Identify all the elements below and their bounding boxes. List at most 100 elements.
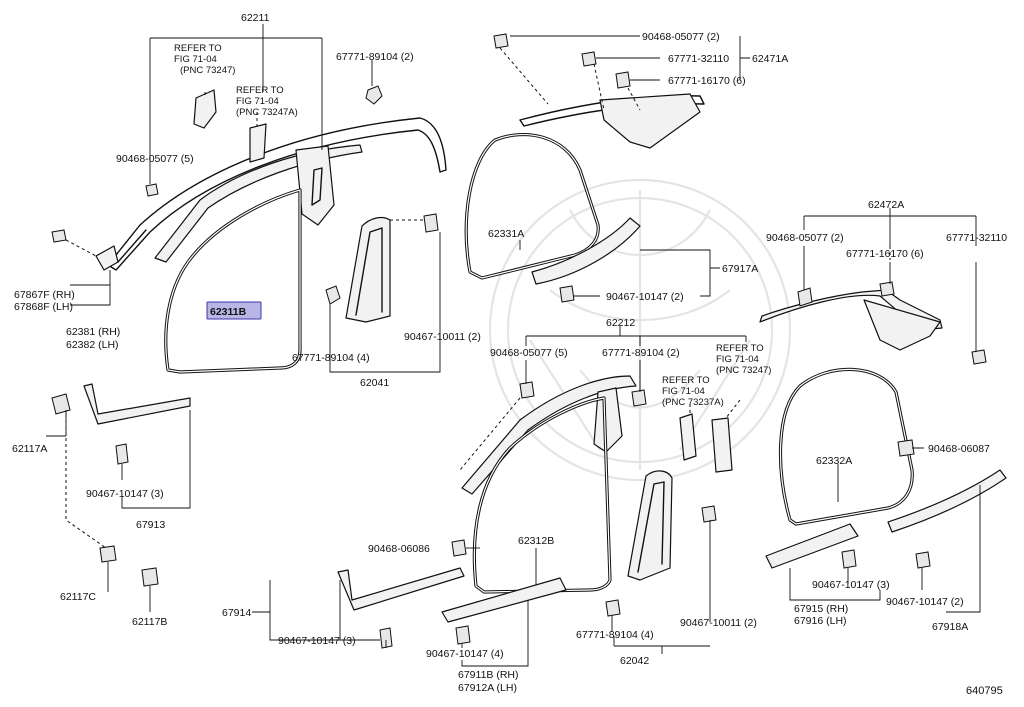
label-62042: 62042 xyxy=(620,655,649,667)
roof-side-rail-62212[interactable] xyxy=(461,375,637,495)
label-90468-06087: 90468-06087 xyxy=(928,443,990,455)
clip-67771-a[interactable] xyxy=(365,85,383,105)
screw-90467-d[interactable] xyxy=(559,285,575,303)
label-67771-89104-2: 67771-89104 (2) xyxy=(336,51,414,63)
label-62117b: 62117B xyxy=(132,616,167,628)
door-seal-62332a[interactable] xyxy=(778,367,914,526)
label-67914: 67914 xyxy=(222,607,251,619)
scuff-plate-67915[interactable] xyxy=(765,523,859,569)
label-67771-89104-4-b: 67771-89104 (4) xyxy=(576,629,654,641)
clip-90468-f[interactable] xyxy=(451,539,467,557)
scuff-plate-67918a[interactable] xyxy=(887,469,1007,533)
clip-67771-b[interactable] xyxy=(325,285,341,305)
screw-90467-g[interactable] xyxy=(841,549,857,569)
clip-67771-f[interactable] xyxy=(971,349,987,365)
label-62211: 62211 xyxy=(241,12,270,24)
label-refer-3a: REFER TO xyxy=(716,343,764,354)
label-90467-10147-3-c: 90467-10147 (3) xyxy=(812,579,890,591)
leader-lines xyxy=(46,24,981,667)
label-62311b: 62311B xyxy=(210,306,247,318)
clip-67771-g[interactable] xyxy=(631,389,647,407)
label-62382: 62382 (LH) xyxy=(66,339,119,351)
roof-rail-62471a[interactable] xyxy=(519,95,705,127)
label-refer-2a: REFER TO xyxy=(236,85,284,96)
screw-90467-h[interactable] xyxy=(915,551,931,569)
label-67913: 67913 xyxy=(136,519,165,531)
label-67911b: 67911B (RH) xyxy=(458,669,519,681)
label-90467-10147-4: 90467-10147 (4) xyxy=(426,648,504,660)
label-67771-16170-6-b: 67771-16170 (6) xyxy=(846,248,924,260)
bolt-67867f[interactable] xyxy=(51,229,67,243)
label-67868f: 67868F (LH) xyxy=(14,301,73,313)
figure-number: 640795 xyxy=(966,685,1003,697)
clip-67771-d[interactable] xyxy=(615,71,631,89)
clip-90467-f[interactable] xyxy=(701,505,717,523)
scuff-plate-67917a[interactable] xyxy=(531,217,641,285)
part-labels: 62211 REFER TO FIG 71-04 (PNC 73247) REF… xyxy=(12,12,1007,697)
label-refer-2b: FIG 71-04 xyxy=(236,96,279,107)
clip-90468-e[interactable] xyxy=(897,439,915,457)
clip-90468-a[interactable] xyxy=(145,183,159,197)
label-67917a: 67917A xyxy=(722,263,758,275)
label-67915: 67915 (RH) xyxy=(794,603,848,615)
label-90467-10147-3-b: 90467-10147 (3) xyxy=(278,635,356,647)
highlight-62311b xyxy=(206,301,262,320)
label-90468-06086: 90468-06086 xyxy=(368,543,430,555)
label-67916: 67916 (LH) xyxy=(794,615,847,627)
label-62471a: 62471A xyxy=(752,53,788,65)
refer-bracket-73237a[interactable] xyxy=(679,413,697,461)
label-90468-05077-5: 90468-05077 (5) xyxy=(116,153,194,165)
roof-rail-62472a[interactable] xyxy=(759,289,943,331)
a-pillar-garnish[interactable] xyxy=(154,144,363,263)
door-seal-62312b[interactable] xyxy=(472,396,612,594)
refer-bracket-73247-b[interactable] xyxy=(711,417,733,473)
label-refer-1a: REFER TO xyxy=(174,43,222,54)
label-62117a: 62117A xyxy=(12,443,47,455)
clip-90468-b[interactable] xyxy=(493,33,509,49)
label-62472a: 62472A xyxy=(868,199,904,211)
screw-90467-e[interactable] xyxy=(455,625,471,645)
clip-67771-e[interactable] xyxy=(879,281,895,297)
bracket-62381[interactable] xyxy=(95,245,119,271)
center-pillar-upper-62212[interactable] xyxy=(593,387,623,453)
clip-62117a[interactable] xyxy=(51,393,71,415)
center-pillar-garnish-62041[interactable] xyxy=(345,216,391,323)
refer-bracket-73247[interactable] xyxy=(193,89,217,129)
label-refer-3b: FIG 71-04 xyxy=(716,354,759,365)
roof-side-rail-62211[interactable] xyxy=(107,117,447,271)
label-90467-10147-2-a: 90467-10147 (2) xyxy=(606,291,684,303)
clip-90468-d[interactable] xyxy=(519,381,535,399)
label-refer-4a: REFER TO xyxy=(662,375,710,386)
label-62381: 62381 (RH) xyxy=(66,326,120,338)
label-90468-05077-5-b: 90468-05077 (5) xyxy=(490,347,568,359)
label-90467-10011-2-b: 90467-10011 (2) xyxy=(680,617,757,629)
center-pillar-garnish-62042[interactable] xyxy=(627,470,673,581)
scuff-plate-67911b[interactable] xyxy=(441,577,567,623)
clip-62117c[interactable] xyxy=(99,545,117,563)
screw-90467-c[interactable] xyxy=(379,627,393,649)
label-62331a: 62331A xyxy=(488,228,524,240)
clip-90468-c[interactable] xyxy=(797,287,813,307)
label-67918a: 67918A xyxy=(932,621,968,633)
label-67771-32110-b: 67771-32110 xyxy=(946,232,1007,244)
label-refer-4c: (PNC 73237A) xyxy=(662,397,724,408)
b-pillar-upper-garnish[interactable] xyxy=(295,145,335,226)
label-67771-89104-2-b: 67771-89104 (2) xyxy=(602,347,680,359)
label-62212: 62212 xyxy=(606,317,635,329)
label-90468-05077-2-b: 90468-05077 (2) xyxy=(766,232,844,244)
scuff-plate-67913[interactable] xyxy=(83,383,191,425)
label-90468-05077-2-a: 90468-05077 (2) xyxy=(642,31,720,43)
refer-bracket-73247a[interactable] xyxy=(249,123,267,163)
rear-roof-garnish[interactable] xyxy=(599,93,701,149)
clip-62117b[interactable] xyxy=(141,567,159,587)
label-90467-10011-2: 90467-10011 (2) xyxy=(404,331,481,343)
label-refer-1c: (PNC 73247) xyxy=(180,65,235,76)
clip-90467-a[interactable] xyxy=(423,213,439,233)
label-refer-1b: FIG 71-04 xyxy=(174,54,217,65)
screw-90467-b[interactable] xyxy=(115,443,129,465)
clip-67771-h[interactable] xyxy=(605,599,621,617)
label-refer-2c: (PNC 73247A) xyxy=(236,107,298,118)
scuff-plate-67914[interactable] xyxy=(337,567,465,611)
clip-67771-c[interactable] xyxy=(581,51,597,67)
label-62117c: 62117C xyxy=(60,591,96,603)
